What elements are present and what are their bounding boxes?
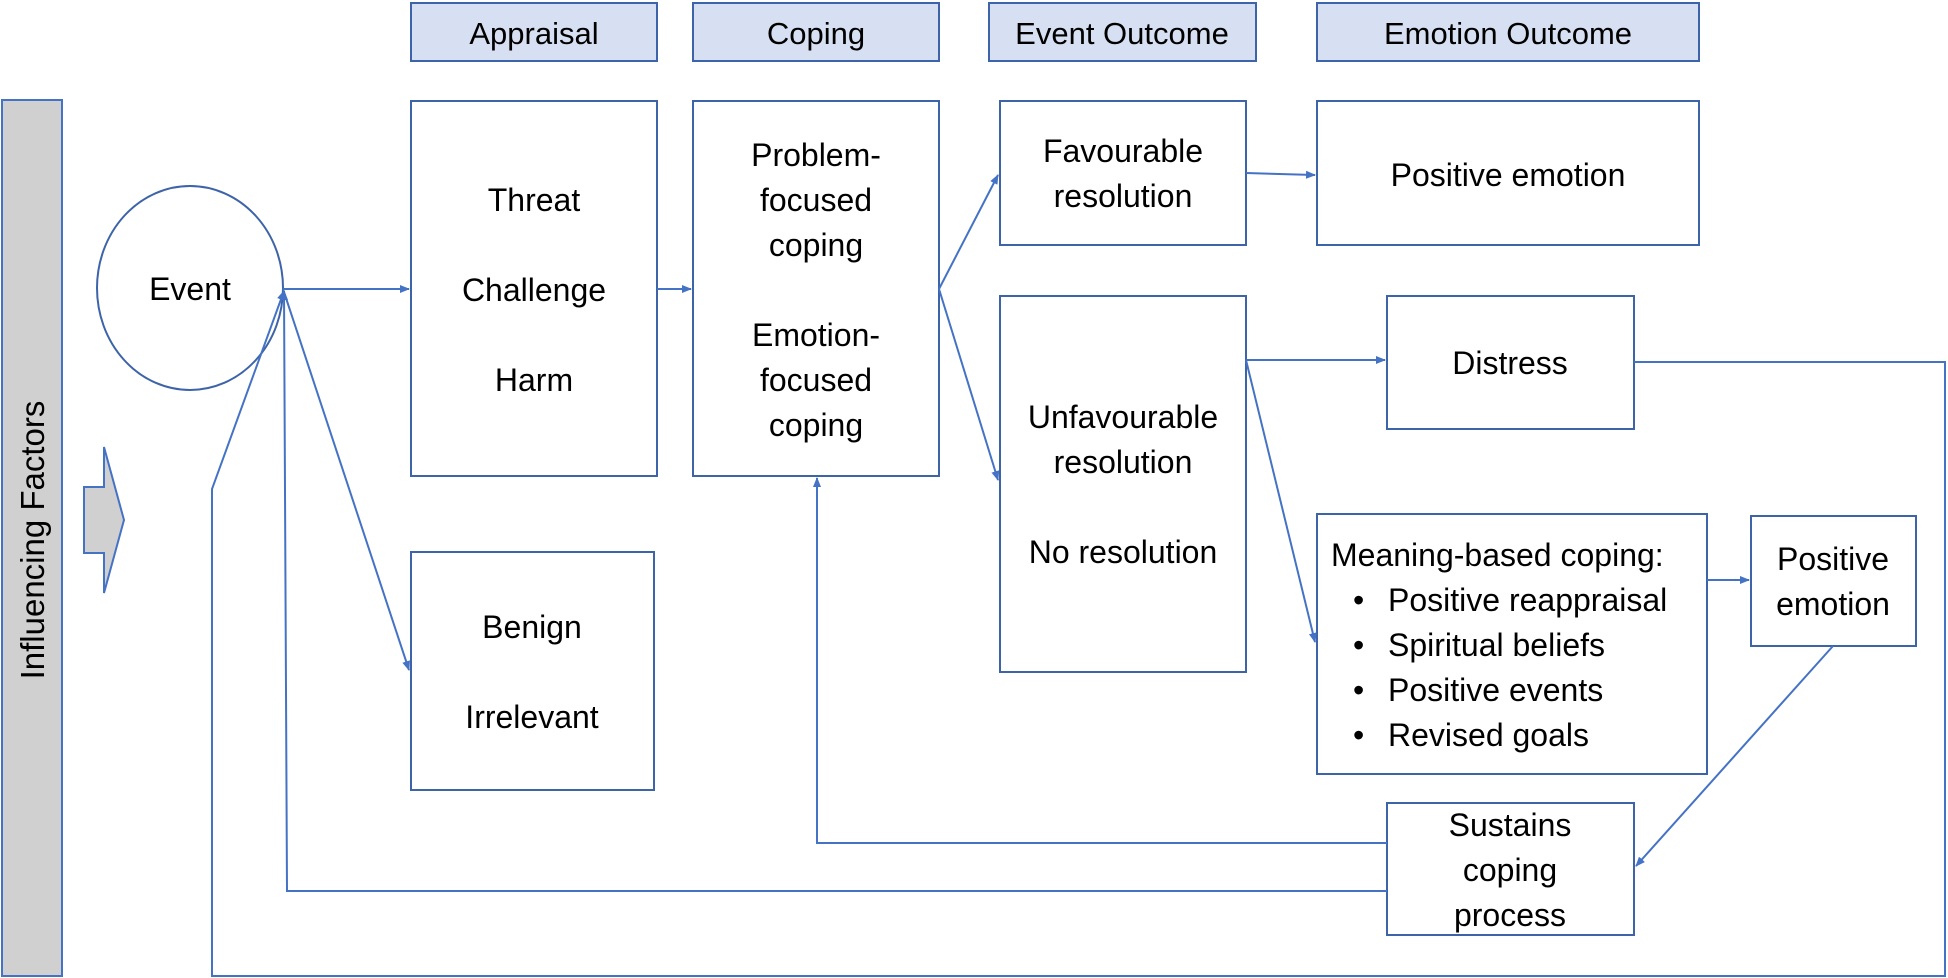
meaning-item-1: Positive reappraisal [1388,582,1667,618]
arrow-event-to-benign [282,288,410,671]
benign-label: Benign [482,609,582,645]
arrow-unfavourable-to-meaning [1245,359,1317,643]
arrow-favourable-to-positive-emotion [1245,170,1316,179]
header-appraisal-box [410,2,658,62]
irrelevant-label: Irrelevant [465,699,599,735]
meaning-coping-title: Meaning-based coping: [1331,537,1664,573]
positive-emotion-right-line-1: Positive [1777,541,1889,577]
header-emotion-outcome: Emotion Outcome [1384,16,1632,51]
favourable-resolution-box [999,100,1247,246]
sustains-line-3: process [1454,897,1566,933]
event-label: Event [149,271,231,307]
sustains-line-1: Sustains [1449,807,1572,843]
meaning-item-2: Spiritual beliefs [1388,627,1605,663]
coping-line-1: Problem- [751,137,881,173]
bullet-2-icon: • [1353,627,1364,663]
meaning-based-coping-box [1316,513,1708,775]
header-event-outcome-box [988,2,1257,62]
unfavourable-resolution-box [999,295,1247,673]
threat-label: Threat [488,182,581,218]
positive-emotion-right-box [1750,515,1917,647]
coping-line-3: coping [769,227,863,263]
arrow-positive-emotion-to-sustains [1635,645,1834,867]
no-resolution-label: No resolution [1029,534,1218,570]
arrow-sustains-to-event [280,290,1387,892]
coping-line-6: coping [769,407,863,443]
arrow-distress-loop-to-event [211,290,1946,977]
influencing-factors-bar [1,99,63,977]
positive-emotion-top-box [1316,100,1700,246]
favourable-line-1: Favourable [1043,133,1203,169]
arrow-sustains-to-coping [813,477,1387,844]
positive-emotion-right-line-2: emotion [1776,586,1890,622]
coping-line-4: Emotion- [752,317,880,353]
header-event-outcome: Event Outcome [1015,16,1229,51]
meaning-item-3: Positive events [1388,672,1603,708]
unfavourable-line-1: Unfavourable [1028,399,1218,435]
threat-challenge-harm-box [410,100,658,477]
arrow-coping-to-favourable [938,174,999,290]
sustains-coping-box [1386,802,1635,936]
influencing-factors-label: Influencing Factors [14,401,51,680]
coping-types-box [692,100,940,477]
header-appraisal: Appraisal [469,16,598,51]
coping-line-5: focused [760,362,872,398]
arrow-coping-to-unfavourable [938,288,1000,481]
favourable-line-2: resolution [1054,178,1193,214]
coping-line-2: focused [760,182,872,218]
header-emotion-outcome-box [1316,2,1700,62]
distress-box [1386,295,1635,430]
bullet-4-icon: • [1353,717,1364,753]
influencing-arrow-icon [83,446,126,594]
header-coping: Coping [767,16,865,51]
benign-irrelevant-box [410,551,655,791]
sustains-line-2: coping [1463,852,1557,888]
meaning-item-4: Revised goals [1388,717,1589,753]
challenge-label: Challenge [462,272,606,308]
header-coping-box [692,2,940,62]
harm-label: Harm [495,362,573,398]
unfavourable-line-2: resolution [1054,444,1193,480]
bullet-3-icon: • [1353,672,1364,708]
bullet-1-icon: • [1353,582,1364,618]
positive-emotion-top-label: Positive emotion [1391,157,1626,193]
distress-label: Distress [1452,345,1568,381]
